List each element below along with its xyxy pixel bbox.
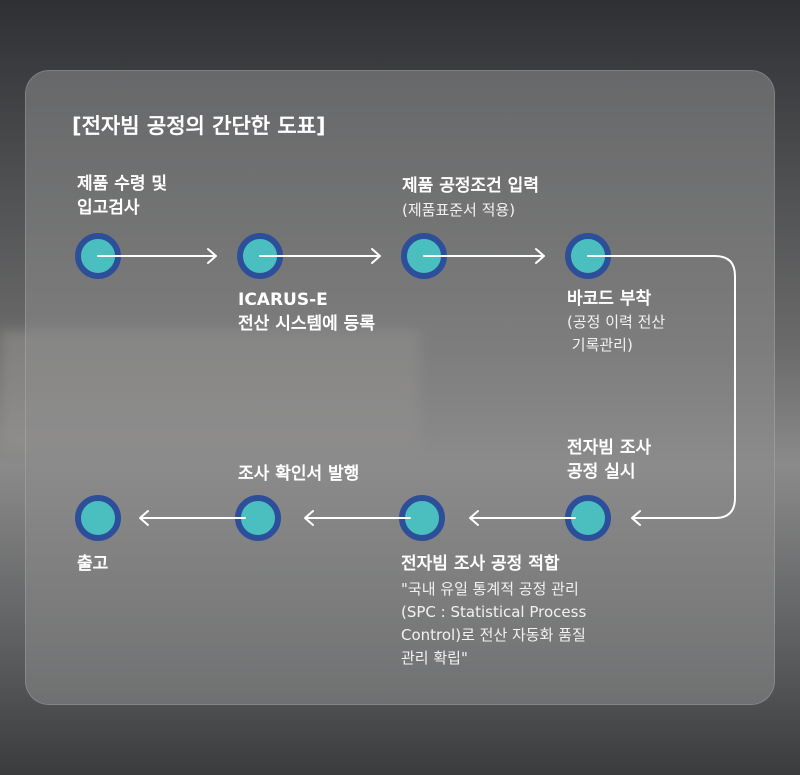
arrow-1-2 (97, 248, 217, 264)
diagram-card (25, 70, 775, 705)
step-8-title: 출고 (77, 554, 109, 574)
step-3-sub: (제품표준서 적용) (402, 201, 516, 219)
step-6-sub: "국내 유일 통계적 공정 관리(SPC : Statistical Proce… (401, 580, 587, 667)
step-7-title: 조사 확인서 발행 (238, 464, 360, 484)
arrow-6-7 (304, 510, 411, 526)
arrow-3-4 (423, 248, 545, 264)
arrow-7-8 (139, 510, 246, 526)
arrow-4-5 (587, 255, 736, 526)
step-4-title: 바코드 부착 (567, 289, 652, 309)
arrow-2-3 (259, 248, 381, 264)
diagram-title: [전자빔 공정의 간단한 도표] (72, 114, 326, 138)
step-3-title: 제품 공정조건 입력 (402, 176, 539, 196)
arrow-5-6 (469, 510, 576, 526)
step-6-title: 전자빔 조사 공정 적합 (401, 554, 560, 574)
step-8-node (75, 495, 121, 541)
step-4-sub: (공정 이력 전산 기록관리) (567, 313, 666, 354)
